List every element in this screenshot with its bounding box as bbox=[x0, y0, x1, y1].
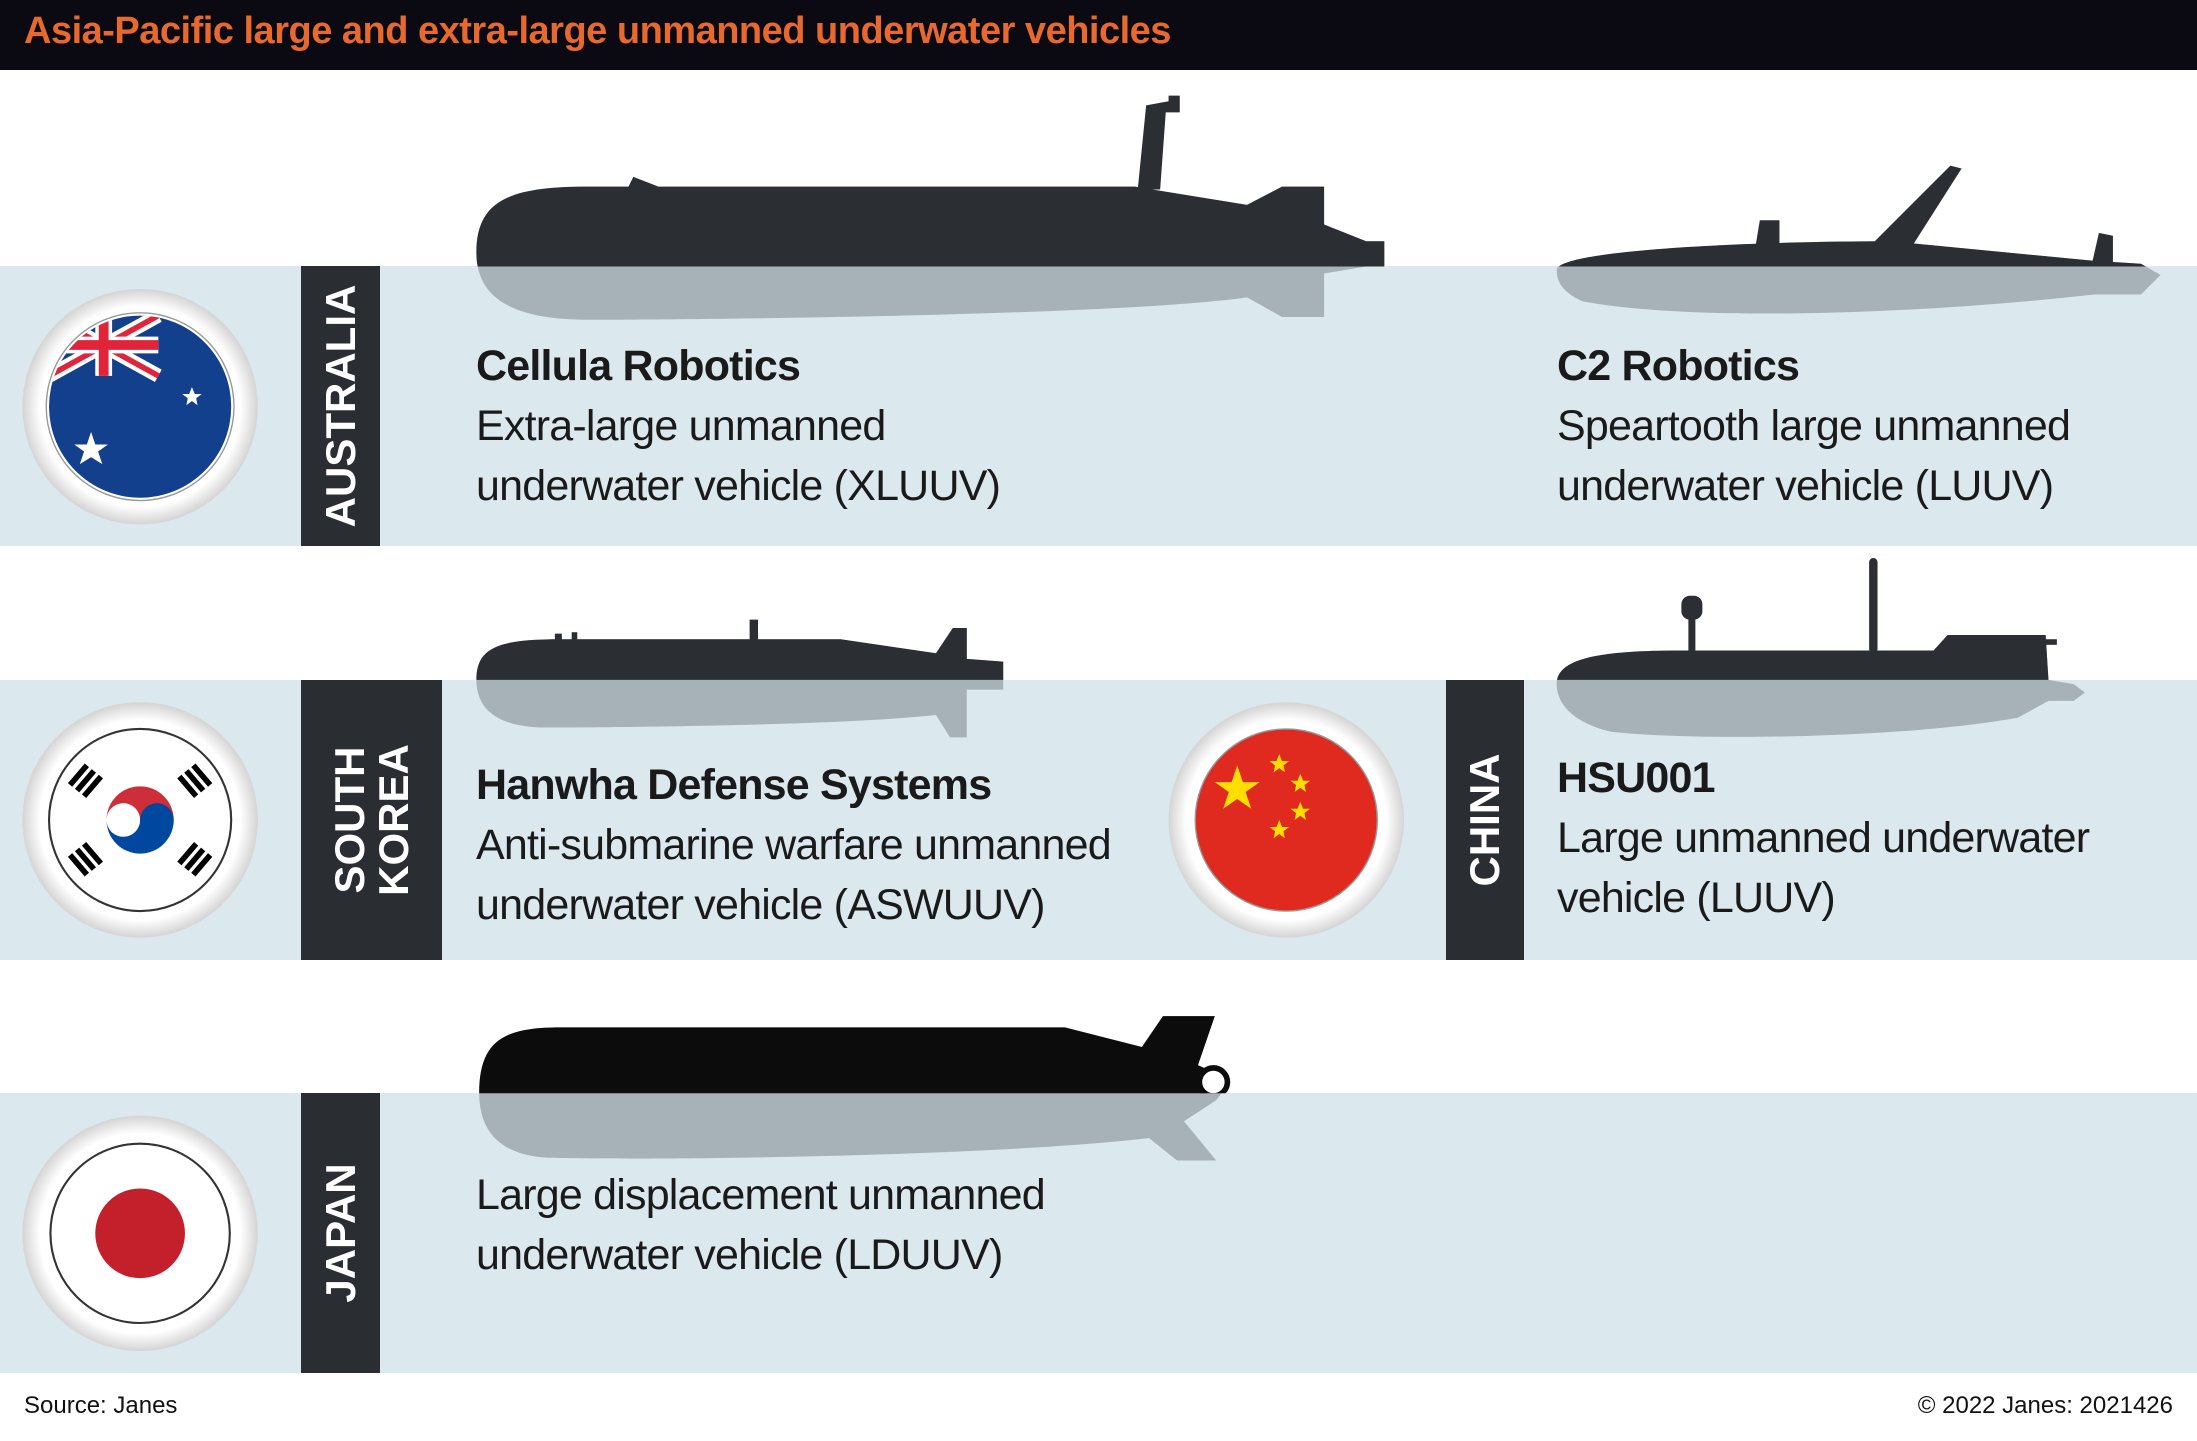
south-korea-flag-icon bbox=[22, 702, 258, 938]
company-name: HSU001 bbox=[1557, 754, 1716, 802]
china-flag-icon bbox=[1168, 702, 1404, 938]
description-line: Large displacement unmanned bbox=[476, 1171, 1046, 1219]
page-title: Asia-Pacific large and extra-large unman… bbox=[24, 10, 1171, 52]
hanwha-aswuuv-silhouette bbox=[476, 619, 1004, 738]
source-note: Source: Janes bbox=[24, 1392, 178, 1419]
copyright-note: © 2022 Janes: 2021426 bbox=[1917, 1392, 2173, 1419]
description-line: vehicle (LUUV) bbox=[1557, 874, 1836, 922]
country-label-japan: JAPAN bbox=[301, 1093, 380, 1373]
description-line: underwater vehicle (LDUUV) bbox=[476, 1231, 1003, 1279]
country-label-china: CHINA bbox=[1446, 680, 1524, 960]
country-label-australia: AUSTRALIA bbox=[301, 266, 380, 546]
speartooth-luuv-silhouette bbox=[1556, 165, 2161, 314]
description-line: Speartooth large unmanned bbox=[1557, 402, 2071, 450]
australia-flag-icon bbox=[22, 288, 258, 525]
entry-hsu001: HSU001 Large unmanned underwater vehicle… bbox=[1557, 748, 2090, 928]
japan-flag-icon bbox=[22, 1115, 258, 1352]
description-line: underwater vehicle (ASWUUV) bbox=[476, 881, 1045, 929]
description-line: underwater vehicle (XLUUV) bbox=[476, 462, 1001, 510]
company-name: Hanwha Defense Systems bbox=[476, 761, 992, 809]
entry-japan-lduuv: Large displacement unmanned underwater v… bbox=[476, 1165, 1046, 1285]
entry-c2-robotics: C2 Robotics Speartooth large unmanned un… bbox=[1557, 336, 2071, 516]
cellula-xluuv-silhouette bbox=[476, 95, 1385, 320]
hsu001-luuv-silhouette bbox=[1556, 557, 2085, 737]
japan-lduuv-silhouette bbox=[479, 1016, 1231, 1161]
description-line: Anti-submarine warfare unmanned bbox=[476, 821, 1112, 869]
description-line: Large unmanned underwater bbox=[1557, 814, 2090, 862]
company-name: Cellula Robotics bbox=[476, 342, 801, 390]
header-bar: Asia-Pacific large and extra-large unman… bbox=[0, 0, 2197, 70]
description-line: Extra-large unmanned bbox=[476, 402, 886, 450]
description-line: underwater vehicle (LUUV) bbox=[1557, 462, 2054, 510]
entry-cellula: Cellula Robotics Extra-large unmanned un… bbox=[476, 336, 1001, 516]
entry-hanwha: Hanwha Defense Systems Anti-submarine wa… bbox=[476, 755, 1112, 935]
company-name: C2 Robotics bbox=[1557, 342, 1800, 390]
